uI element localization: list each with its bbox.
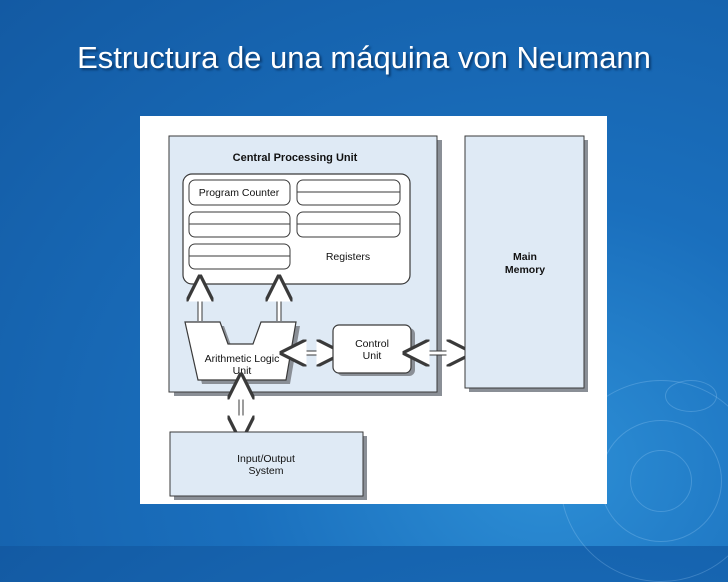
main-memory-label-line2: Memory xyxy=(505,264,545,276)
cpu-label: Central Processing Unit xyxy=(233,152,358,164)
control-unit-box: Control Unit xyxy=(332,324,415,376)
von-neumann-diagram: Central Processing Unit Program Counter … xyxy=(168,135,588,500)
program-counter-label: Program Counter xyxy=(199,187,280,199)
io-system-box: Input/Output System xyxy=(169,431,367,500)
control-unit-label-line2: Unit xyxy=(363,350,382,362)
slide-title: Estructura de una máquina von Neumann xyxy=(77,40,651,75)
control-unit-label-line1: Control xyxy=(355,338,389,350)
background-ripple xyxy=(665,380,717,412)
background-ripple xyxy=(630,450,692,512)
registers-panel: Program Counter Registers xyxy=(182,173,411,285)
diagram-panel: Central Processing Unit Program Counter … xyxy=(140,116,607,504)
alu-label-line1: Arithmetic Logic xyxy=(205,353,280,365)
io-system-label-line1: Input/Output xyxy=(237,453,295,465)
io-system-label-line2: System xyxy=(248,465,283,477)
alu-label-line2: Unit xyxy=(233,365,252,377)
alu-shape: Arithmetic Logic Unit xyxy=(184,321,300,384)
registers-label: Registers xyxy=(326,251,370,263)
main-memory-label-line1: Main xyxy=(513,251,537,263)
main-memory-box: Main Memory xyxy=(464,135,588,392)
